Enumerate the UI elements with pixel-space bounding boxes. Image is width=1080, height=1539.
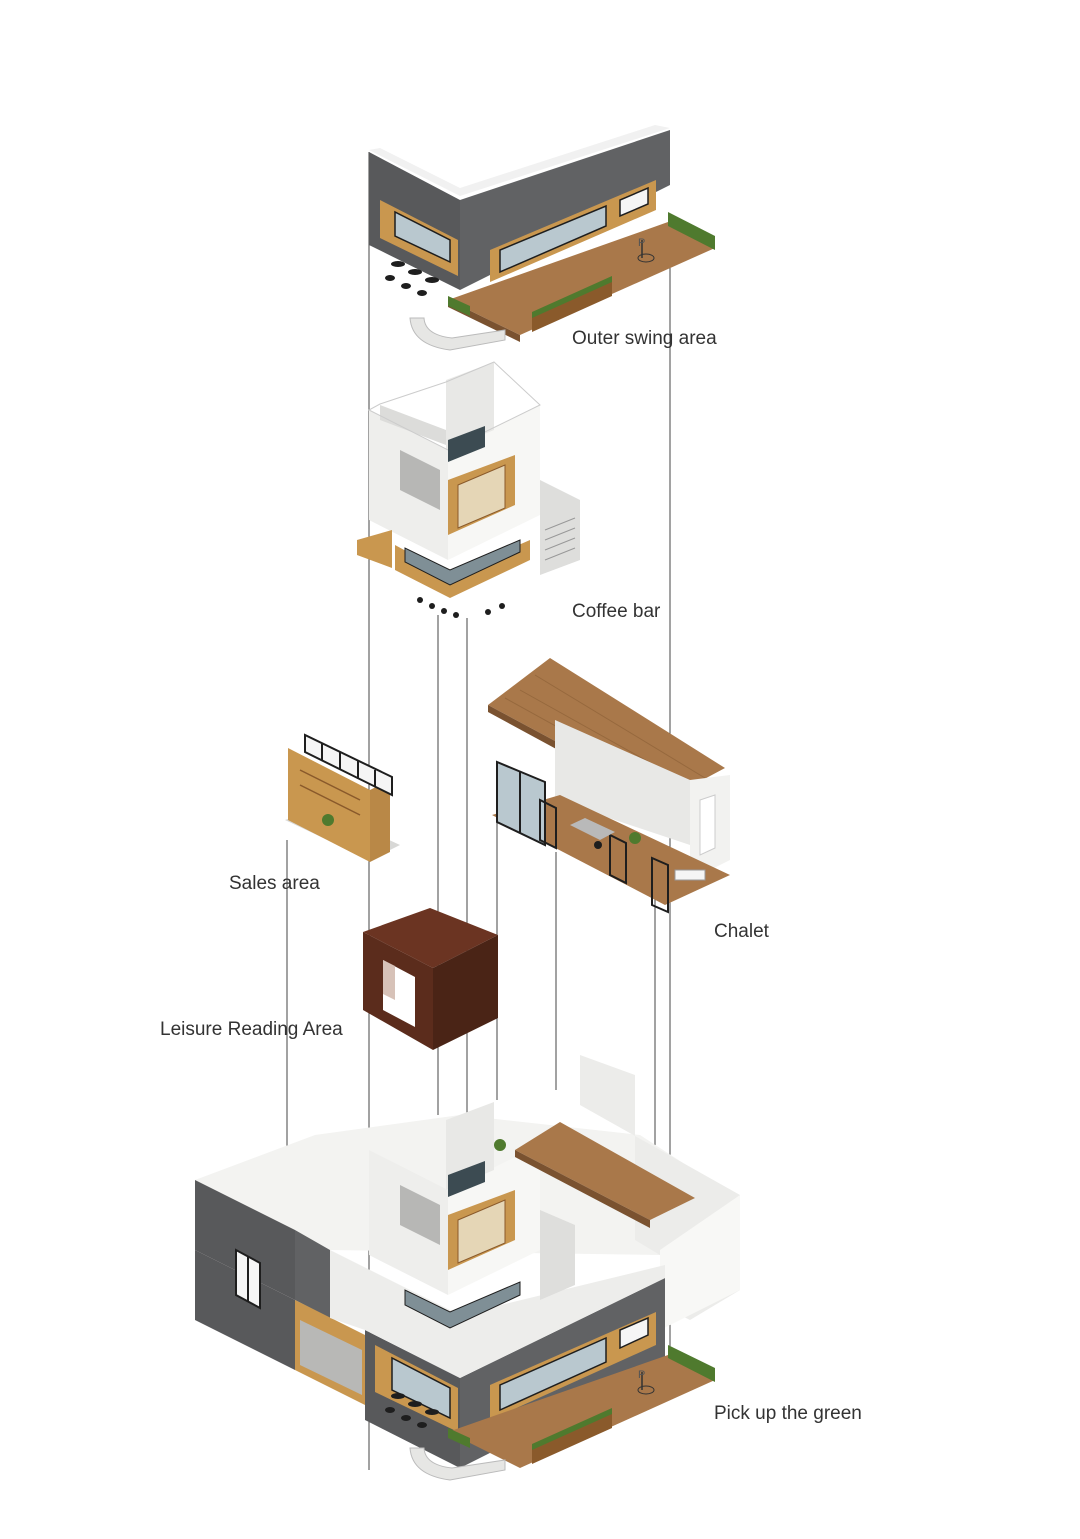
chalet-layer (488, 658, 730, 914)
diagram-labels: Outer swing area Coffee bar Sales area C… (160, 328, 862, 1424)
leisure-reading-area-layer (363, 908, 498, 1050)
coffee-bar-layer (357, 361, 580, 618)
label-pick-up-the-green: Pick up the green (714, 1403, 862, 1424)
parking-icon-base: P (638, 1369, 645, 1381)
sales-area-layer (285, 733, 400, 862)
label-leisure-reading-area: Leisure Reading Area (160, 1019, 343, 1040)
label-coffee-bar: Coffee bar (572, 601, 661, 622)
label-outer-swing-area: Outer swing area (572, 328, 717, 349)
label-sales-area: Sales area (229, 873, 320, 894)
parking-icon: P (638, 237, 645, 249)
label-chalet: Chalet (714, 921, 770, 942)
pick-up-the-green-base-layer: P (195, 1055, 740, 1481)
outer-swing-area-layer: P (369, 125, 715, 351)
